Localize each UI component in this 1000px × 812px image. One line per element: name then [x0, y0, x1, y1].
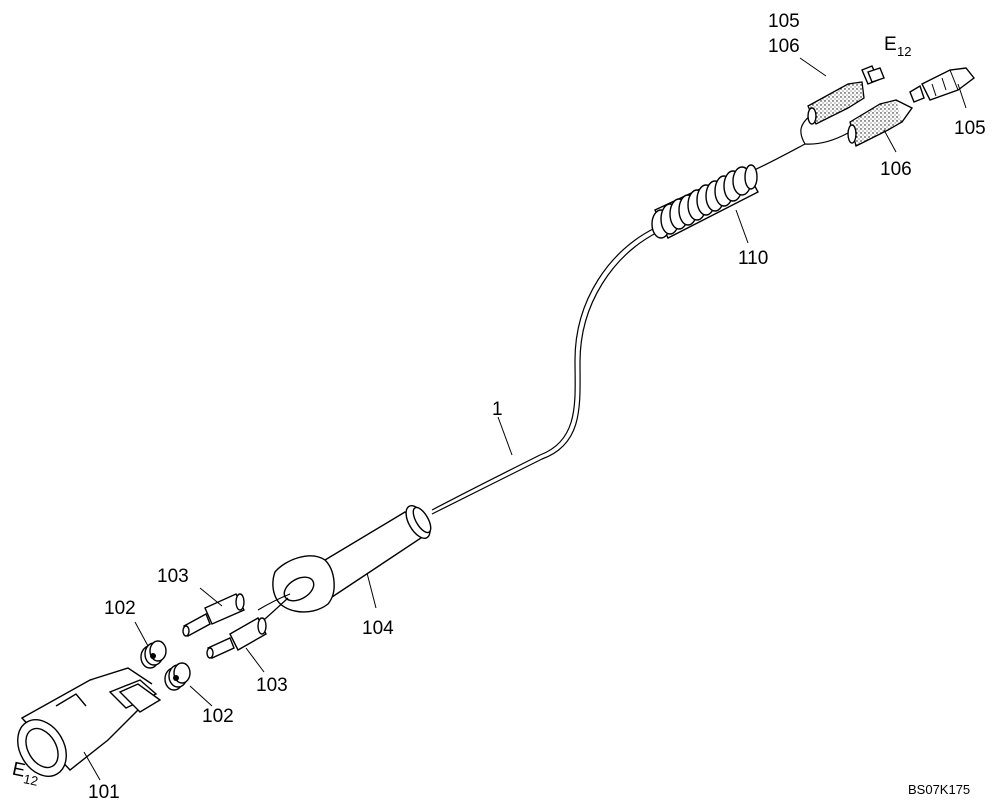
callout-103-upper: 103 [157, 566, 189, 587]
connector-id-top: E 12 [884, 34, 911, 59]
callout-102-lower: 102 [202, 706, 234, 727]
callout-101: 101 [88, 782, 120, 803]
connector-id-top-main: E [884, 34, 897, 55]
upper-cable-branch [749, 115, 849, 173]
coil-spring [651, 164, 759, 239]
callout-102-upper: 102 [104, 598, 136, 619]
connector-id-bottom-main: E [10, 759, 27, 782]
terminal-105 [909, 67, 975, 103]
connector-id-bottom-sub: 12 [22, 771, 39, 789]
callout-1: 1 [492, 399, 503, 420]
main-cable [431, 227, 659, 515]
contact-pin-103-lower [206, 617, 267, 659]
connector-housing [17, 667, 162, 777]
callout-104: 104 [362, 618, 394, 639]
connector-id-bottom: E 12 [10, 759, 39, 789]
terminal-106-lower [847, 99, 914, 147]
leader-lines [83, 57, 967, 781]
connector-id-top-sub: 12 [897, 44, 911, 59]
figure-code: BS07K175 [908, 782, 970, 797]
protective-sleeve [272, 505, 432, 613]
callout-106-upper: 106 [768, 36, 800, 57]
callout-105-right: 105 [954, 118, 986, 139]
contact-pin-103-upper [182, 593, 245, 637]
callout-110: 110 [738, 248, 768, 269]
callout-103-lower: 103 [256, 675, 288, 696]
callout-106-lower: 106 [880, 159, 912, 180]
wire-seal-102-lower [164, 662, 191, 691]
wire-seal-102-upper [140, 640, 167, 669]
callout-105-upper: 105 [768, 11, 800, 32]
terminal-106-upper [807, 65, 885, 125]
